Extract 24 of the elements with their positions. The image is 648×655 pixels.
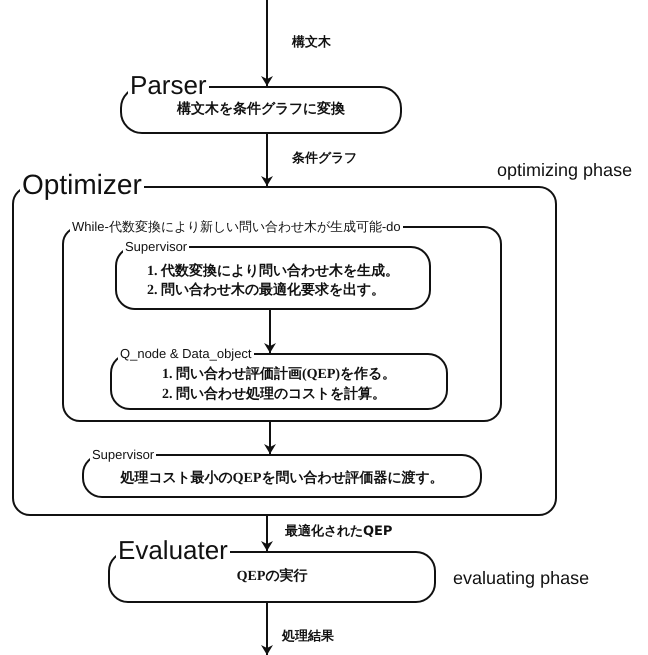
edge-label: 条件グラフ (292, 149, 357, 167)
box-text: 処理コスト最小のQEPを問い合わせ評価器に渡す。 (120, 470, 444, 488)
box-title: While-代数変換により新しい問い合わせ木が生成可能-do (70, 220, 403, 234)
arrow (261, 0, 273, 86)
box-text: 2. 問い合わせ処理のコストを計算。 (162, 386, 386, 403)
arrow (261, 134, 273, 186)
box-text: QEPの実行 (236, 568, 308, 586)
arrow (264, 422, 276, 454)
box-title: Supervisor (90, 448, 156, 462)
phase-label: evaluating phase (453, 568, 590, 589)
edge-label: 処理結果 (282, 627, 334, 645)
arrow (261, 516, 273, 551)
box-text: 1. 問い合わせ評価計画(QEP)を作る。 (162, 366, 396, 384)
arrow (261, 603, 273, 655)
arrow (264, 310, 276, 353)
box-title: Q_node & Data_object (118, 347, 254, 360)
phase-label: optimizing phase (497, 160, 632, 181)
edge-label: 構文木 (292, 33, 331, 51)
box-title: Optimizer (20, 170, 144, 199)
edge-label: 最適化されたQEP (285, 522, 392, 540)
box-text: 1. 代数変換により問い合わせ木を生成。 (147, 262, 399, 280)
box-text: 構文木を条件グラフに変換 (177, 101, 345, 119)
box-text: 2. 問い合わせ木の最適化要求を出す。 (147, 282, 385, 300)
box-title: Supervisor (123, 240, 190, 254)
